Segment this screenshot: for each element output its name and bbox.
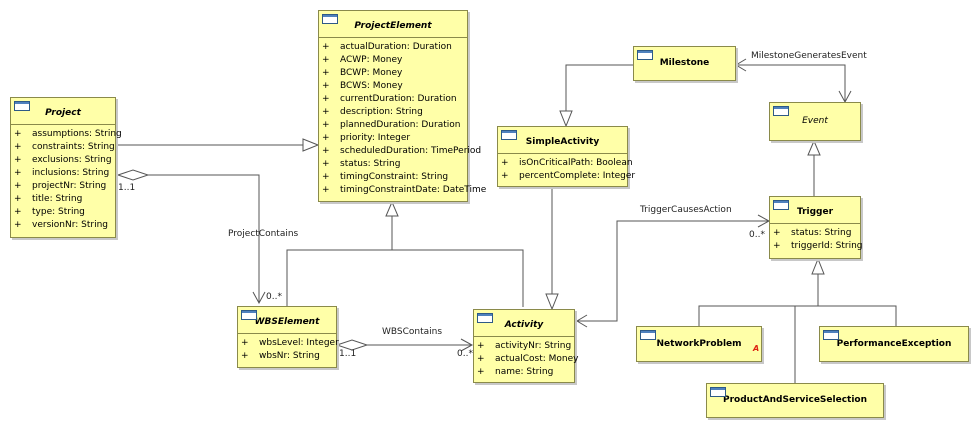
class-name: Trigger <box>796 207 834 217</box>
attribute: +status: String <box>322 159 401 169</box>
association-label-milestone-event: MilestoneGeneratesEvent <box>751 51 867 61</box>
class-simple-activity[interactable]: SimpleActivity +isOnCriticalPath: Boolea… <box>497 126 636 187</box>
multiplicity-project-target: 0..* <box>266 292 282 302</box>
class-project-element[interactable]: ProjectElement +actualDuration: Duration… <box>318 10 487 202</box>
class-name: Activity <box>504 320 544 330</box>
class-event[interactable]: Event <box>769 102 861 141</box>
class-name: Project <box>45 108 81 118</box>
attribute-list: +wbsLevel: Integer +wbsNr: String <box>238 333 339 363</box>
association-label-project-contains: ProjectContains <box>228 229 299 239</box>
attribute: +currentDuration: Duration <box>322 94 457 104</box>
attribute: +actualDuration: Duration <box>322 42 452 52</box>
generalization-arrow-trigger <box>811 257 825 275</box>
class-name: NetworkProblem <box>656 339 742 349</box>
attribute: +priority: Integer <box>322 133 411 143</box>
generalization-arrow-activity <box>545 293 559 311</box>
class-name: Milestone <box>659 58 710 68</box>
attribute: +description: String <box>322 107 423 117</box>
attribute: +ACWP: Money <box>322 55 403 65</box>
association-project-contains <box>148 174 260 303</box>
multiplicity-wbs-target: 0..* <box>457 349 473 359</box>
attribute: +isOnCriticalPath: Boolean <box>501 158 633 168</box>
aggregation-diamond-project <box>116 169 150 181</box>
attribute: +timingConstraintDate: DateTime <box>322 185 487 195</box>
class-icon <box>241 310 257 320</box>
class-icon <box>823 330 839 340</box>
association-milestone-event <box>736 64 846 101</box>
attribute: +name: String <box>477 367 554 377</box>
class-name: SimpleActivity <box>525 137 600 147</box>
generalization-arrow-projectelement <box>385 200 399 217</box>
class-name: ProductAndServiceSelection <box>722 395 868 405</box>
class-name: Event <box>802 116 828 126</box>
attribute-list: +assumptions: String +constraints: Strin… <box>11 124 122 232</box>
class-trigger[interactable]: Trigger +status: String +triggerId: Stri… <box>769 196 863 259</box>
attribute: +status: String <box>773 228 852 238</box>
attribute: +type: String <box>14 207 85 217</box>
multiplicity-wbs-source: 1..1 <box>339 349 357 359</box>
class-milestone[interactable]: Milestone <box>633 46 736 81</box>
class-project[interactable]: Project +assumptions: String +constraint… <box>10 97 122 238</box>
aggregation-diamond-wbs <box>335 339 369 351</box>
attribute: +versionNr: String <box>14 220 108 230</box>
class-icon <box>14 101 30 111</box>
class-icon <box>773 106 789 116</box>
attribute: +assumptions: String <box>14 129 122 139</box>
generalization-wbs-activity <box>286 216 524 307</box>
attribute: +constraints: String <box>14 142 115 152</box>
class-icon <box>640 330 656 340</box>
class-wbs-element[interactable]: WBSElement +wbsLevel: Integer +wbsNr: St… <box>237 306 339 368</box>
attribute-list: +activityNr: String +actualCost: Money +… <box>474 336 579 379</box>
multiplicity-project-source: 1..1 <box>118 183 136 193</box>
class-icon <box>477 313 493 323</box>
warning-icon: A <box>753 344 760 353</box>
attribute: +percentComplete: Integer <box>501 171 636 181</box>
attribute: +wbsLevel: Integer <box>241 338 339 348</box>
multiplicity-trigger-target: 0..* <box>749 230 765 240</box>
attribute: +wbsNr: String <box>241 351 320 361</box>
class-name: WBSElement <box>254 317 320 327</box>
attribute: +activityNr: String <box>477 341 572 351</box>
attribute: +scheduledDuration: TimePeriod <box>322 146 482 156</box>
attribute: +inclusions: String <box>14 168 110 178</box>
generalization-trigger-subtypes <box>698 274 897 383</box>
attribute: +timingConstraint: String <box>322 172 449 182</box>
attribute-list: +isOnCriticalPath: Boolean +percentCompl… <box>498 153 636 183</box>
association-label-wbs-contains: WBSContains <box>382 327 443 337</box>
class-icon <box>637 50 653 60</box>
class-product-and-service-selection[interactable]: ProductAndServiceSelection <box>706 383 884 418</box>
generalization-arrow-project <box>302 138 320 152</box>
attribute-list: +actualDuration: Duration +ACWP: Money +… <box>319 37 487 197</box>
attribute-list: +status: String +triggerId: String <box>770 223 863 253</box>
generalization-arrow-event <box>807 139 821 156</box>
class-name: PerformanceException <box>836 339 952 349</box>
class-name: ProjectElement <box>354 21 432 31</box>
generalization-arrow-simpleactivity <box>559 110 573 128</box>
class-icon <box>501 130 517 140</box>
generalization-milestone <box>565 64 633 111</box>
association-label-trigger-activity: TriggerCausesAction <box>640 205 732 215</box>
attribute: +projectNr: String <box>14 181 107 191</box>
class-performance-exception[interactable]: PerformanceException <box>819 326 969 362</box>
class-icon <box>710 387 726 397</box>
class-icon <box>773 200 789 210</box>
attribute: +BCWP: Money <box>322 68 403 78</box>
attribute: +title: String <box>14 194 83 204</box>
attribute: +actualCost: Money <box>477 354 579 364</box>
attribute: +BCWS: Money <box>322 81 403 91</box>
class-network-problem[interactable]: NetworkProblem A <box>636 326 762 362</box>
attribute: +plannedDuration: Duration <box>322 120 461 130</box>
class-icon <box>322 14 338 24</box>
class-activity[interactable]: Activity +activityNr: String +actualCost… <box>473 309 579 383</box>
association-trigger-activity <box>577 220 769 322</box>
attribute: +triggerId: String <box>773 241 863 251</box>
attribute: +exclusions: String <box>14 155 112 165</box>
